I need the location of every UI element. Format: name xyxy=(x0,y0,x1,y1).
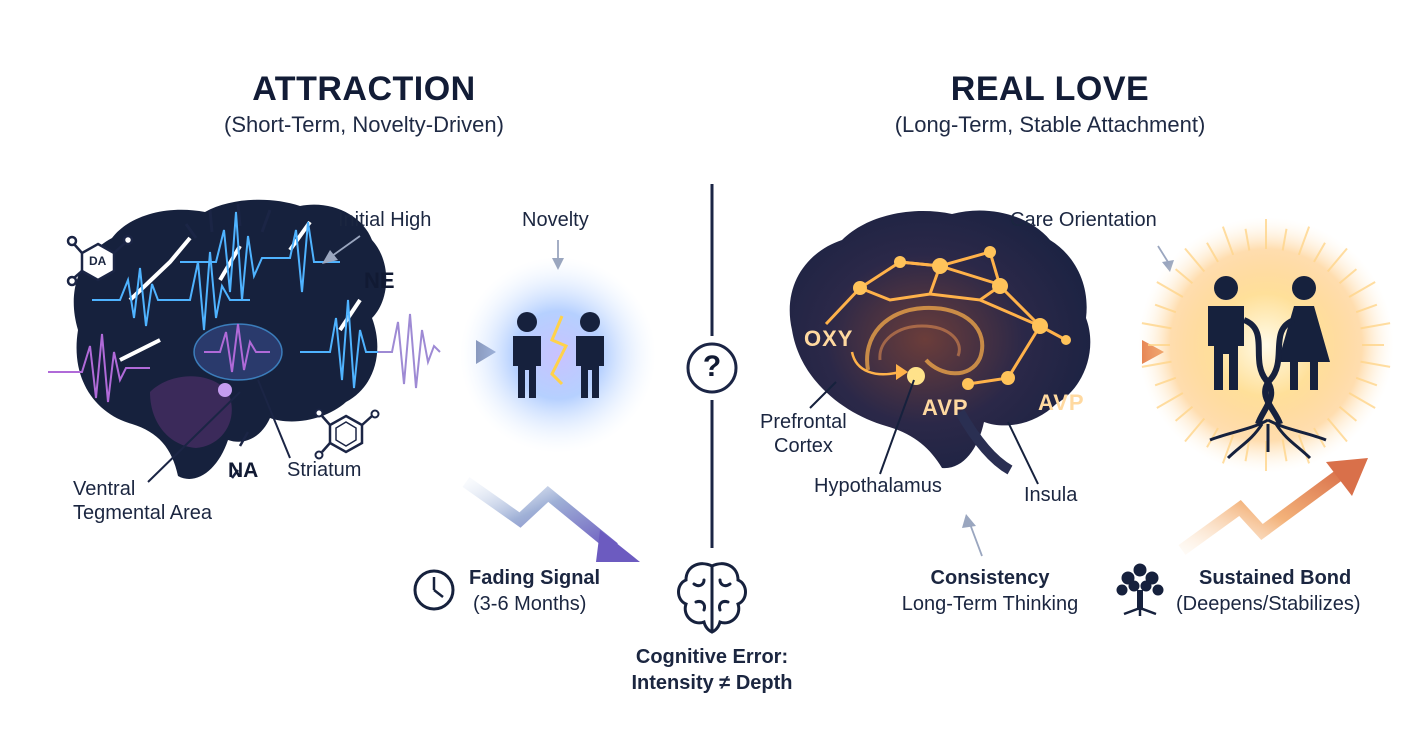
attraction-title: ATTRACTION xyxy=(252,70,476,108)
cognitive-error-line1: Cognitive Error: xyxy=(635,646,789,668)
sun-ray xyxy=(1154,303,1177,314)
insula-label: Insula xyxy=(1024,484,1078,506)
real-love-brain xyxy=(789,210,1174,557)
sun-ray xyxy=(1326,417,1348,443)
brain-outline-icon xyxy=(677,562,747,634)
sun-ray xyxy=(1174,268,1194,285)
sun-ray xyxy=(1184,417,1206,443)
sun-ray xyxy=(1297,226,1311,256)
avp-label-left: AVP xyxy=(922,395,969,420)
sun-ray xyxy=(1156,281,1184,298)
person-icon xyxy=(1214,276,1238,300)
sun-ray xyxy=(1244,439,1251,462)
sun-ray xyxy=(1360,360,1391,368)
ne-label: NE xyxy=(364,268,395,293)
consistency-title: Consistency xyxy=(930,567,1050,589)
vta-label-line1: Ventral xyxy=(73,478,136,500)
sun-ray xyxy=(1221,226,1235,256)
sun-ray xyxy=(1360,322,1391,330)
fading-signal-arrow xyxy=(462,477,640,562)
attraction-brain xyxy=(48,199,496,483)
sun-ray xyxy=(1206,242,1219,263)
sun-ray xyxy=(1338,405,1358,422)
sun-ray xyxy=(1184,247,1206,273)
novelty-label: Novelty xyxy=(522,209,589,231)
sun-ray xyxy=(1141,360,1172,368)
sun-ray xyxy=(1221,434,1235,464)
sun-ray xyxy=(1141,322,1172,330)
tree-icon xyxy=(1116,563,1164,616)
sun-ray xyxy=(1313,242,1326,263)
sun-ray xyxy=(1297,434,1311,464)
sun-ray xyxy=(1156,392,1184,409)
sun-ray xyxy=(1281,439,1288,462)
sun-ray xyxy=(1154,376,1177,387)
sun-ray xyxy=(1326,247,1348,273)
fading-signal-detail: (3-6 Months) xyxy=(473,593,587,615)
sun-ray xyxy=(1348,392,1376,409)
sustained-bond-detail: (Deepens/Stabilizes) xyxy=(1176,593,1361,615)
na-label: NA xyxy=(228,459,259,482)
striatum-label: Striatum xyxy=(287,459,362,481)
person-icon xyxy=(580,312,600,332)
real-love-title: REAL LOVE xyxy=(950,70,1150,108)
cognitive-error-line2: Intensity ≠ Depth xyxy=(631,672,793,694)
sustained-bond-title: Sustained Bond xyxy=(1199,567,1352,589)
da-label: DA xyxy=(89,254,107,268)
consistency-detail: Long-Term Thinking xyxy=(901,593,1079,615)
avp-label-right: AVP xyxy=(1038,390,1085,415)
sustained-bond-arrow xyxy=(1178,458,1368,555)
vta-label-line2: Tegmental Area xyxy=(73,502,212,524)
real-love-subtitle: (Long-Term, Stable Attachment) xyxy=(894,112,1206,137)
sun-ray xyxy=(1355,303,1378,314)
molecule-icon xyxy=(314,408,380,460)
sun-ray xyxy=(1338,268,1358,285)
dopamine-molecule-icon xyxy=(66,234,134,287)
prefrontal-label-line1: Prefrontal xyxy=(760,411,847,433)
person-icon xyxy=(517,312,537,332)
oxy-label: OXY xyxy=(804,326,854,351)
person-icon xyxy=(1292,276,1316,300)
initial-high-label: Initial High xyxy=(338,209,432,231)
bonded-couple xyxy=(1138,217,1394,473)
question-mark: ? xyxy=(702,350,722,383)
attraction-subtitle: (Short-Term, Novelty-Driven) xyxy=(224,112,504,137)
sun-ray xyxy=(1174,405,1194,422)
sun-ray xyxy=(1348,281,1376,298)
novelty-couple xyxy=(460,240,656,453)
care-orientation-label: Care Orientation xyxy=(1010,209,1157,231)
hypothalamus-label: Hypothalamus xyxy=(814,475,942,497)
clock-icon xyxy=(413,569,455,611)
question-circle xyxy=(686,342,738,394)
sun-ray xyxy=(1355,376,1378,387)
fading-signal-title: Fading Signal xyxy=(469,567,601,589)
prefrontal-label-line2: Cortex xyxy=(774,435,833,457)
sun-ray xyxy=(1281,228,1288,251)
sun-ray xyxy=(1244,228,1251,251)
